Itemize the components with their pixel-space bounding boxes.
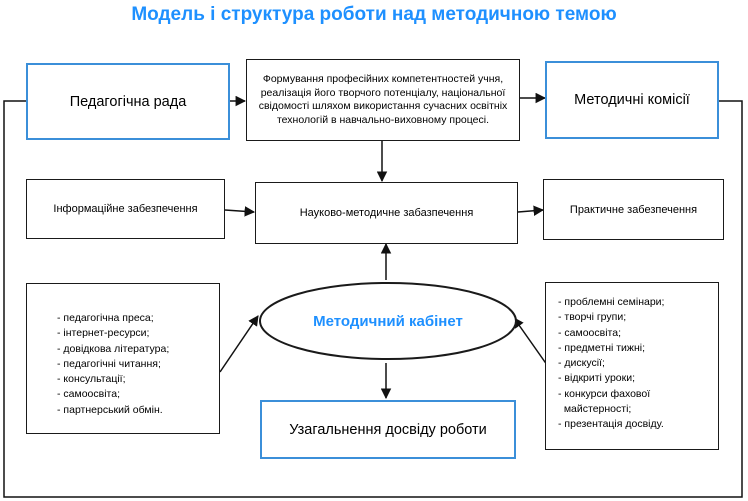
info-support-box: Інформаційне забезпечення: [26, 179, 225, 239]
list-item: - конкурси фахової: [558, 387, 651, 400]
arrow-scimethod-to-practical: [517, 205, 545, 216]
list-item: - презентація досвіду.: [558, 418, 664, 431]
arrow-leftlist-to-cabinet: [219, 315, 259, 373]
list-item: - проблемні семінари;: [558, 296, 665, 308]
list-item: - педагогічні читання;: [57, 357, 161, 370]
list-item: - відкриті уроки;: [558, 372, 635, 385]
right-list-box: - проблемні семінари; - творчі групи; - …: [545, 282, 719, 450]
diagram-title: Модель і структура роботи над методичною…: [131, 4, 617, 25]
list-item: майстерності;: [558, 403, 632, 416]
generalization-box: Узагальнення досвіду роботи: [260, 400, 516, 459]
list-item: - самоосвіта;: [558, 326, 622, 339]
list-item: - самоосвіта;: [57, 388, 121, 401]
left-frame-line: [3, 100, 385, 498]
goal-box: Формування професійних компетентностей у…: [246, 59, 520, 141]
list-item: - консультації;: [57, 373, 126, 386]
ped-rada-box: Педагогічна рада: [26, 63, 230, 140]
left-list-box: - педагогічна преса; - інтернет-ресурси;…: [26, 283, 220, 434]
list-item: - партнерський обмін.: [57, 403, 163, 416]
list-item: - предметні тижні;: [558, 341, 645, 354]
practical-support-label: Практичне забезпечення: [569, 203, 698, 216]
sci-method-support-label: Науково-методичне забазпечення: [299, 207, 474, 219]
list-item: - творчі групи;: [558, 311, 627, 324]
practical-support-box: Практичне забезпечення: [543, 179, 724, 240]
list-item: - довідкова література;: [57, 342, 170, 355]
arrow-info-to-scimethod: [224, 206, 256, 217]
generalization-label: Узагальнення досвіду роботи: [289, 421, 487, 438]
sci-method-support-box: Науково-методичне забазпечення: [255, 182, 518, 244]
list-item: - інтернет-ресурси;: [57, 327, 150, 340]
list-item: - педагогічна преса;: [57, 312, 154, 324]
right-frame-line: [385, 100, 743, 498]
method-commissions-box: Методичні комісії: [545, 61, 719, 139]
cabinet-label: Методичний кабінет: [313, 312, 463, 330]
goal-text: Формування професійних компетентностей у…: [258, 73, 508, 126]
method-commissions-label: Методичні комісії: [574, 92, 690, 108]
right-list: - проблемні семінари; - творчі групи; - …: [558, 295, 718, 433]
info-support-label: Інформаційне забезпечення: [53, 203, 198, 215]
left-list: - педагогічна преса; - інтернет-ресурси;…: [57, 311, 219, 418]
cabinet-ellipse: [259, 282, 517, 360]
list-item: - дискусії;: [558, 357, 605, 370]
ped-rada-label: Педагогічна рада: [69, 93, 187, 110]
